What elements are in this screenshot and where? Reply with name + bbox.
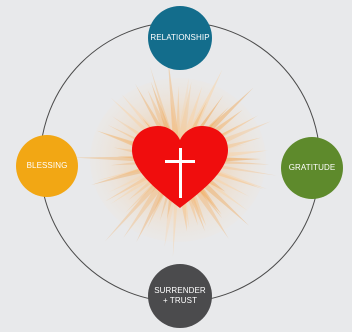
node-blessing [16,135,78,197]
relationship-label: RELATIONSHIP [150,33,210,42]
blessing-label: BLESSING [26,161,68,170]
cross-vertical [179,148,182,198]
cross-horizontal [165,160,195,163]
node-surrender [148,264,212,328]
gratitude-label: GRATITUDE [288,163,336,172]
node-relationship [148,6,212,70]
surrender-trust-label: SURRENDER + TRUST [154,286,206,305]
node-gratitude [281,137,343,199]
heart-with-cross-icon [132,126,228,208]
